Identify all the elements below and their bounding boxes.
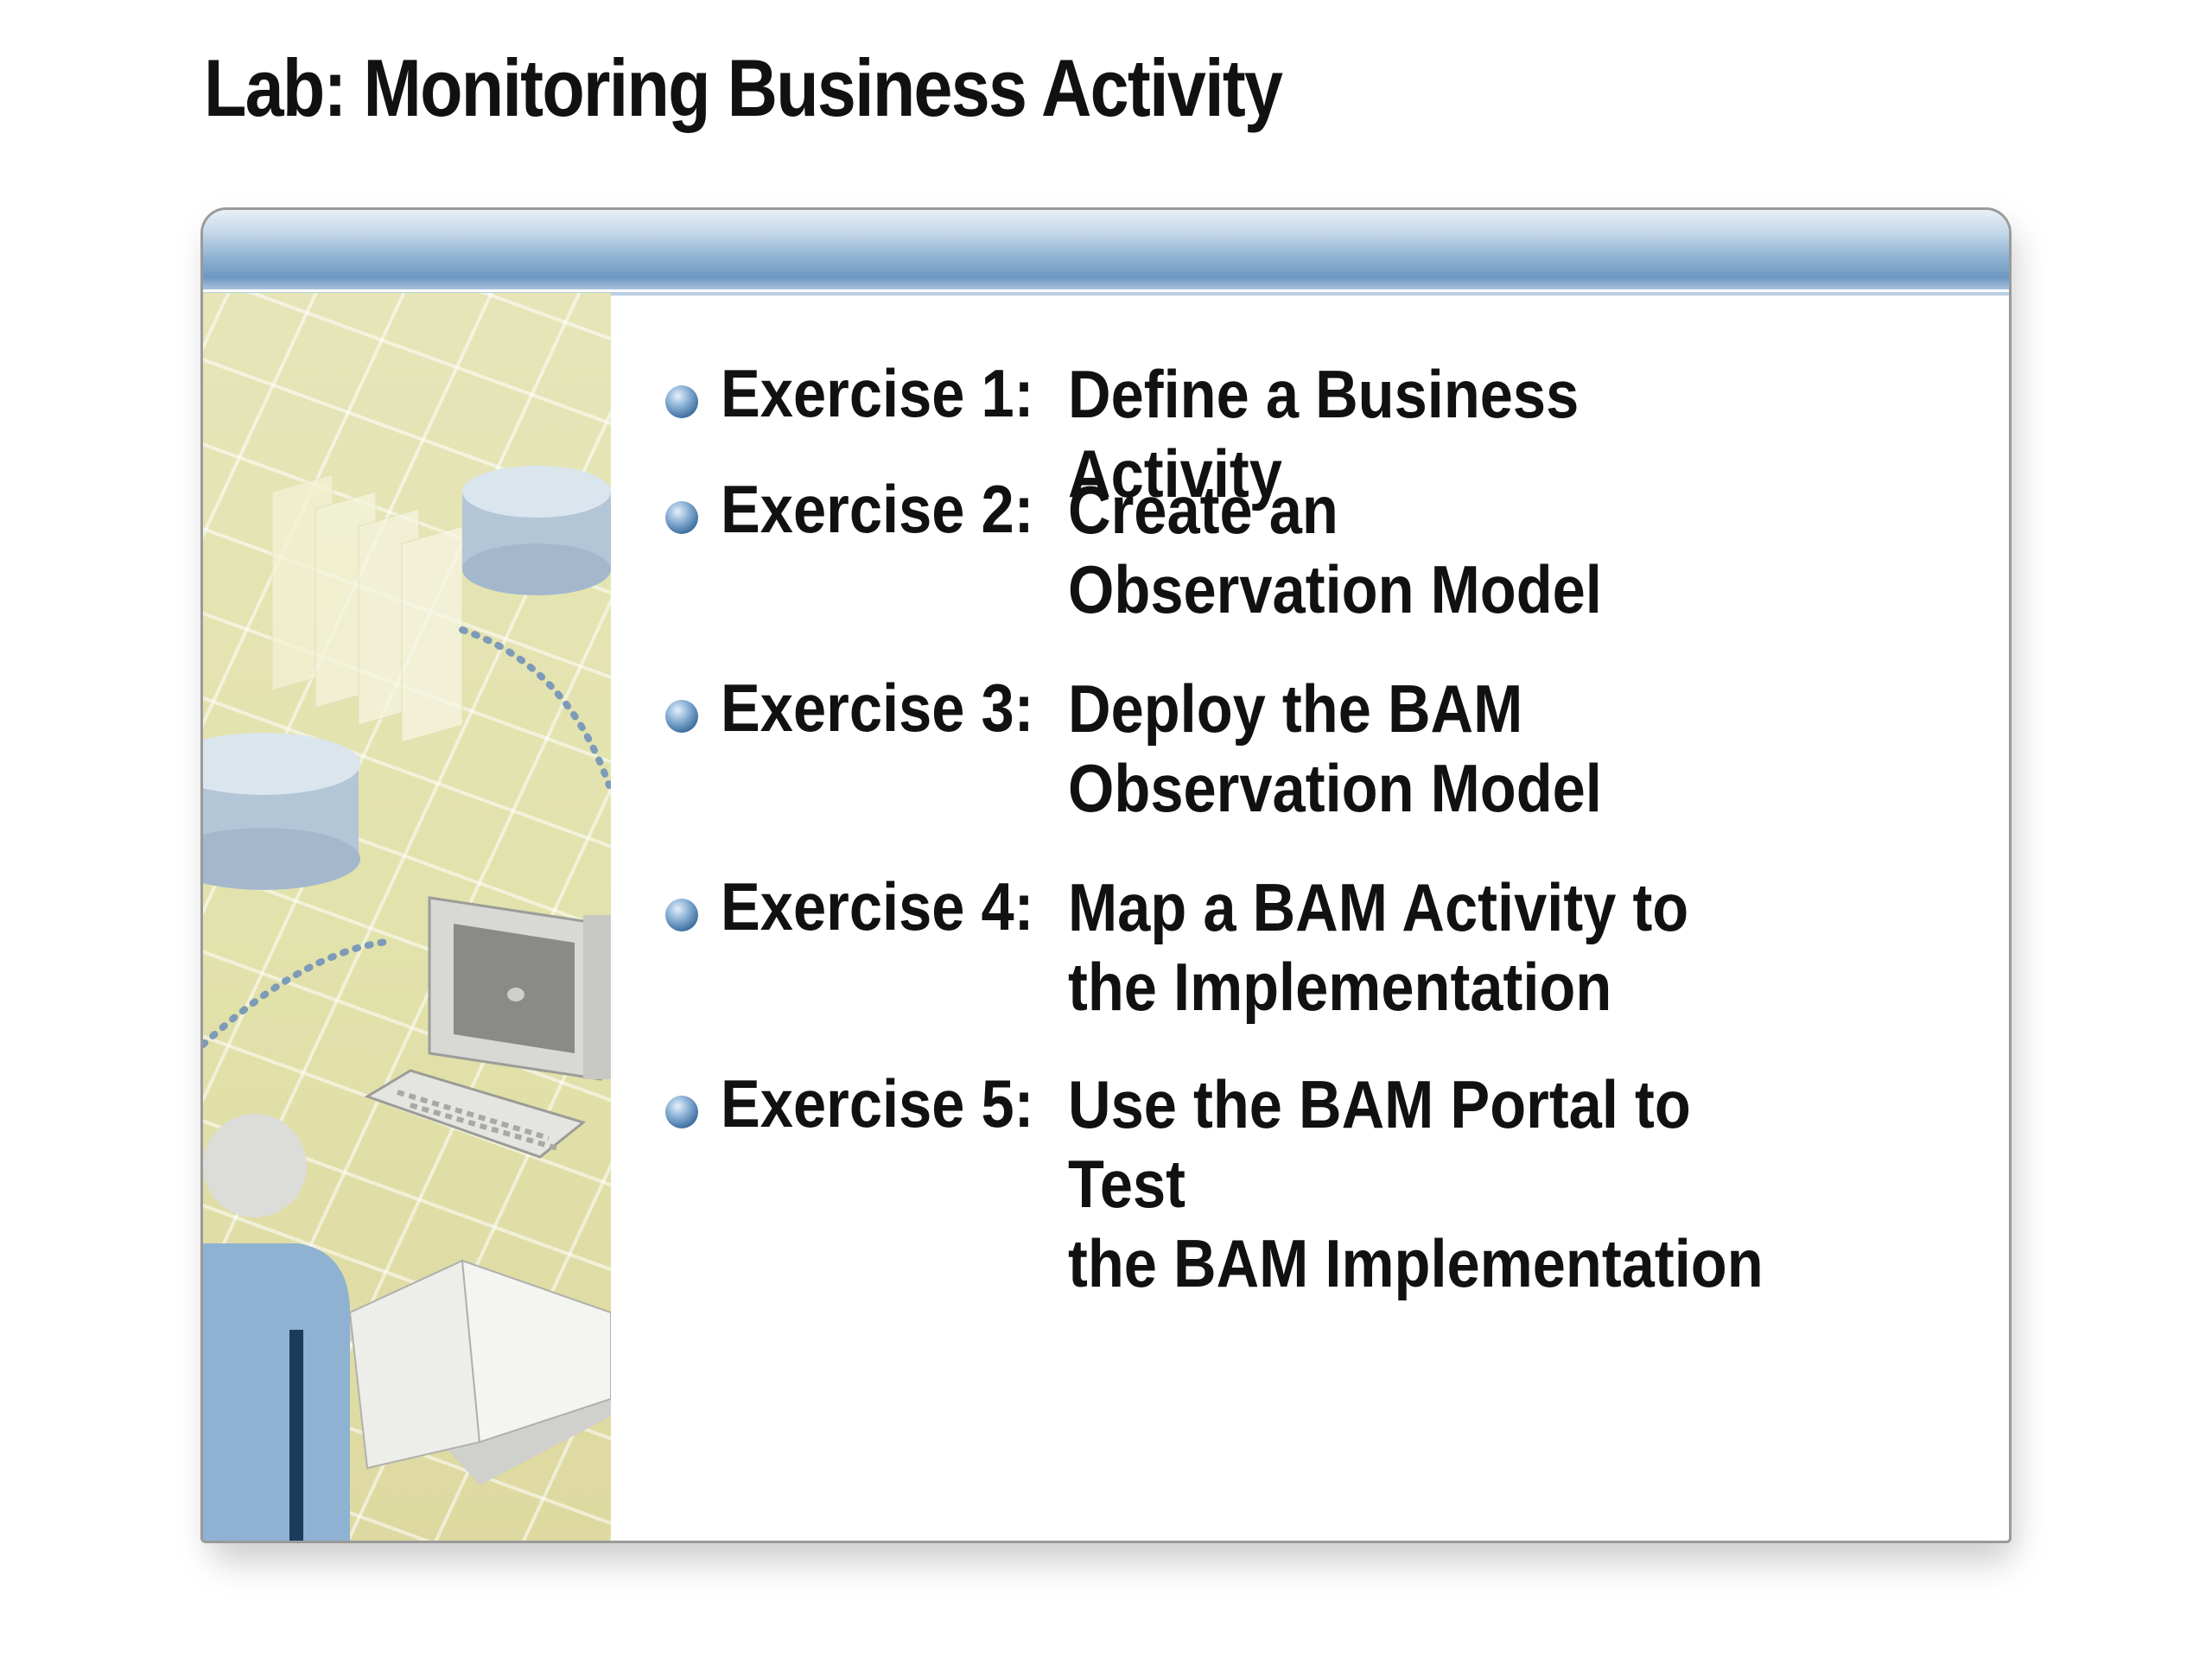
exercise-label: Exercise 2:	[721, 471, 1034, 547]
illustration-svg	[203, 466, 611, 1541]
side-illustration	[203, 293, 611, 1541]
database-icon	[462, 466, 611, 595]
bullet-icon	[665, 899, 698, 931]
computer-icon	[428, 896, 611, 1081]
exercise-label: Exercise 4:	[721, 868, 1034, 944]
bullet-icon	[665, 1096, 698, 1128]
exercise-description: Define a Business Activity	[1068, 356, 1580, 512]
exercise-label: Exercise 3:	[721, 670, 1034, 746]
keyboard-icon	[364, 1069, 587, 1159]
page-title: Lab: Monitoring Business Activity	[204, 42, 1283, 133]
exercise-label: Exercise 1:	[721, 355, 1034, 431]
document-stack-icon	[271, 474, 463, 743]
exercise-description: Map a BAM Activity to the Implementation	[1068, 869, 1689, 1025]
person-icon	[203, 1114, 350, 1541]
exercise-description: Deploy the BAM Observation Model	[1068, 671, 1602, 826]
book-icon	[341, 1259, 611, 1485]
panel-header-bar	[203, 210, 2009, 292]
exercise-description: Create an Observation Model	[1068, 472, 1602, 627]
bullet-icon	[665, 501, 698, 534]
exercise-label: Exercise 5:	[721, 1065, 1034, 1141]
exercise-description: Use the BAM Portal to Test the BAM Imple…	[1068, 1066, 1764, 1301]
database-icon	[203, 733, 360, 890]
content-panel	[200, 207, 2012, 1543]
bullet-icon	[665, 385, 698, 418]
bullet-icon	[665, 700, 698, 733]
